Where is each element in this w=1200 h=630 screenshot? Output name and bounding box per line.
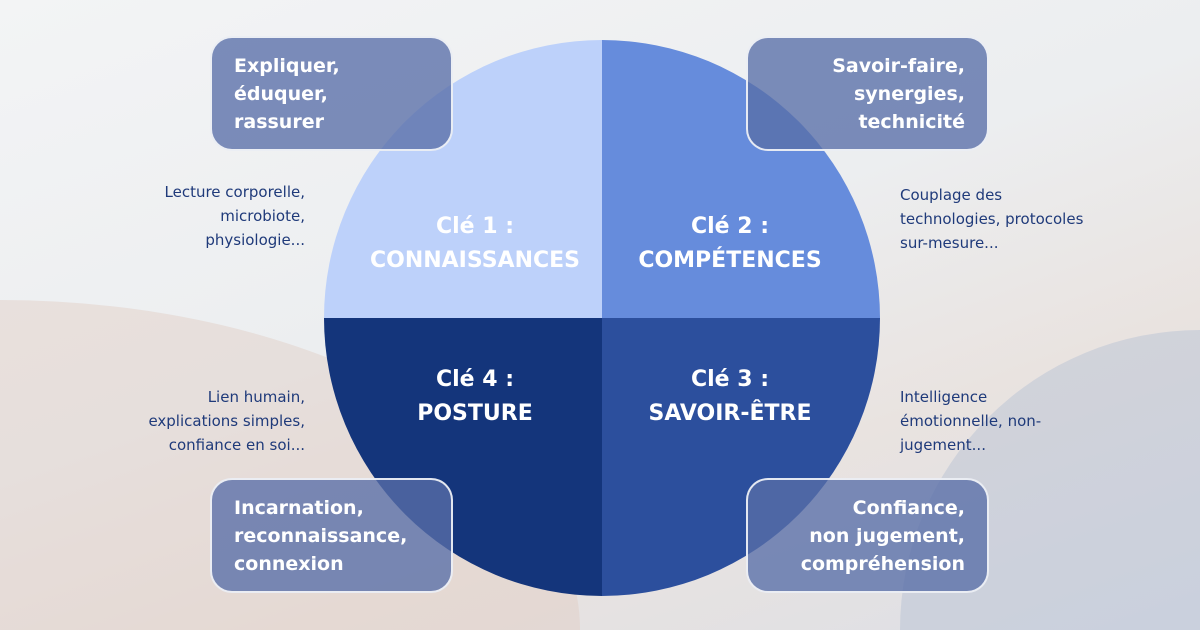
note-line: technologies, protocoles — [900, 210, 1084, 228]
quadrant-label-3: Clé 3 : SAVOIR-ÊTRE — [600, 363, 860, 431]
box-line: rassurer — [234, 111, 324, 133]
box-line: Incarnation, — [234, 497, 364, 519]
note-line: explications simples, — [148, 412, 305, 430]
quadrant-savoir-etre — [602, 318, 880, 596]
box-line: compréhension — [800, 553, 965, 575]
quadrant-connaissances — [324, 40, 602, 318]
box-line: synergies, — [853, 83, 965, 105]
note-line: confiance en soi... — [168, 436, 305, 454]
box-line: éduquer, — [234, 83, 328, 105]
key-name: CONNAISSANCES — [369, 248, 581, 273]
key-name: SAVOIR-ÊTRE — [648, 401, 812, 426]
box-line: non jugement, — [809, 525, 965, 547]
box-bottom-left: Incarnation, reconnaissance, connexion — [210, 478, 453, 593]
quadrant-label-1: Clé 1 : CONNAISSANCES — [345, 210, 605, 278]
note-line: Lien humain, — [207, 388, 305, 406]
note-line: Couplage des — [900, 186, 1003, 204]
note-line: microbiote, — [220, 207, 305, 225]
note-line: jugement... — [900, 436, 986, 454]
note-line: physiologie... — [205, 231, 305, 249]
quadrant-label-4: Clé 4 : POSTURE — [345, 363, 605, 431]
quadrant-competences — [602, 40, 880, 318]
key-name: POSTURE — [417, 401, 533, 426]
box-top-right: Savoir-faire, synergies, technicité — [746, 36, 989, 151]
note-right-top: Couplage des technologies, protocoles sur-… — [900, 183, 1190, 255]
box-line: connexion — [234, 553, 344, 575]
box-line: Savoir-faire, — [832, 55, 965, 77]
box-bottom-right: Confiance, non jugement, compréhension — [746, 478, 989, 593]
box-line: Expliquer, — [234, 55, 340, 77]
note-line: Lecture corporelle, — [164, 183, 305, 201]
key-name: COMPÉTENCES — [638, 248, 822, 273]
box-line: technicité — [858, 111, 965, 133]
note-right-bottom: Intelligence émotionnelle, non-jugement..… — [900, 385, 1190, 457]
key-number: Clé 4 : — [435, 367, 515, 392]
note-left-top: Lecture corporelle, microbiote, physiologi… — [165, 180, 305, 252]
note-line: émotionnelle, non- — [900, 412, 1042, 430]
box-line: reconnaissance, — [234, 525, 408, 547]
note-left-bottom: Lien humain, explications simples, confian… — [148, 385, 305, 457]
note-line: Intelligence — [900, 388, 988, 406]
box-top-left: Expliquer, éduquer, rassurer — [210, 36, 453, 151]
note-line: sur-mesure... — [900, 234, 999, 252]
key-number: Clé 1 : — [435, 214, 515, 239]
key-number: Clé 3 : — [690, 367, 770, 392]
quadrant-label-2: Clé 2 : COMPÉTENCES — [600, 210, 860, 278]
box-line: Confiance, — [852, 497, 965, 519]
key-number: Clé 2 : — [690, 214, 770, 239]
quadrant-posture — [324, 318, 602, 596]
